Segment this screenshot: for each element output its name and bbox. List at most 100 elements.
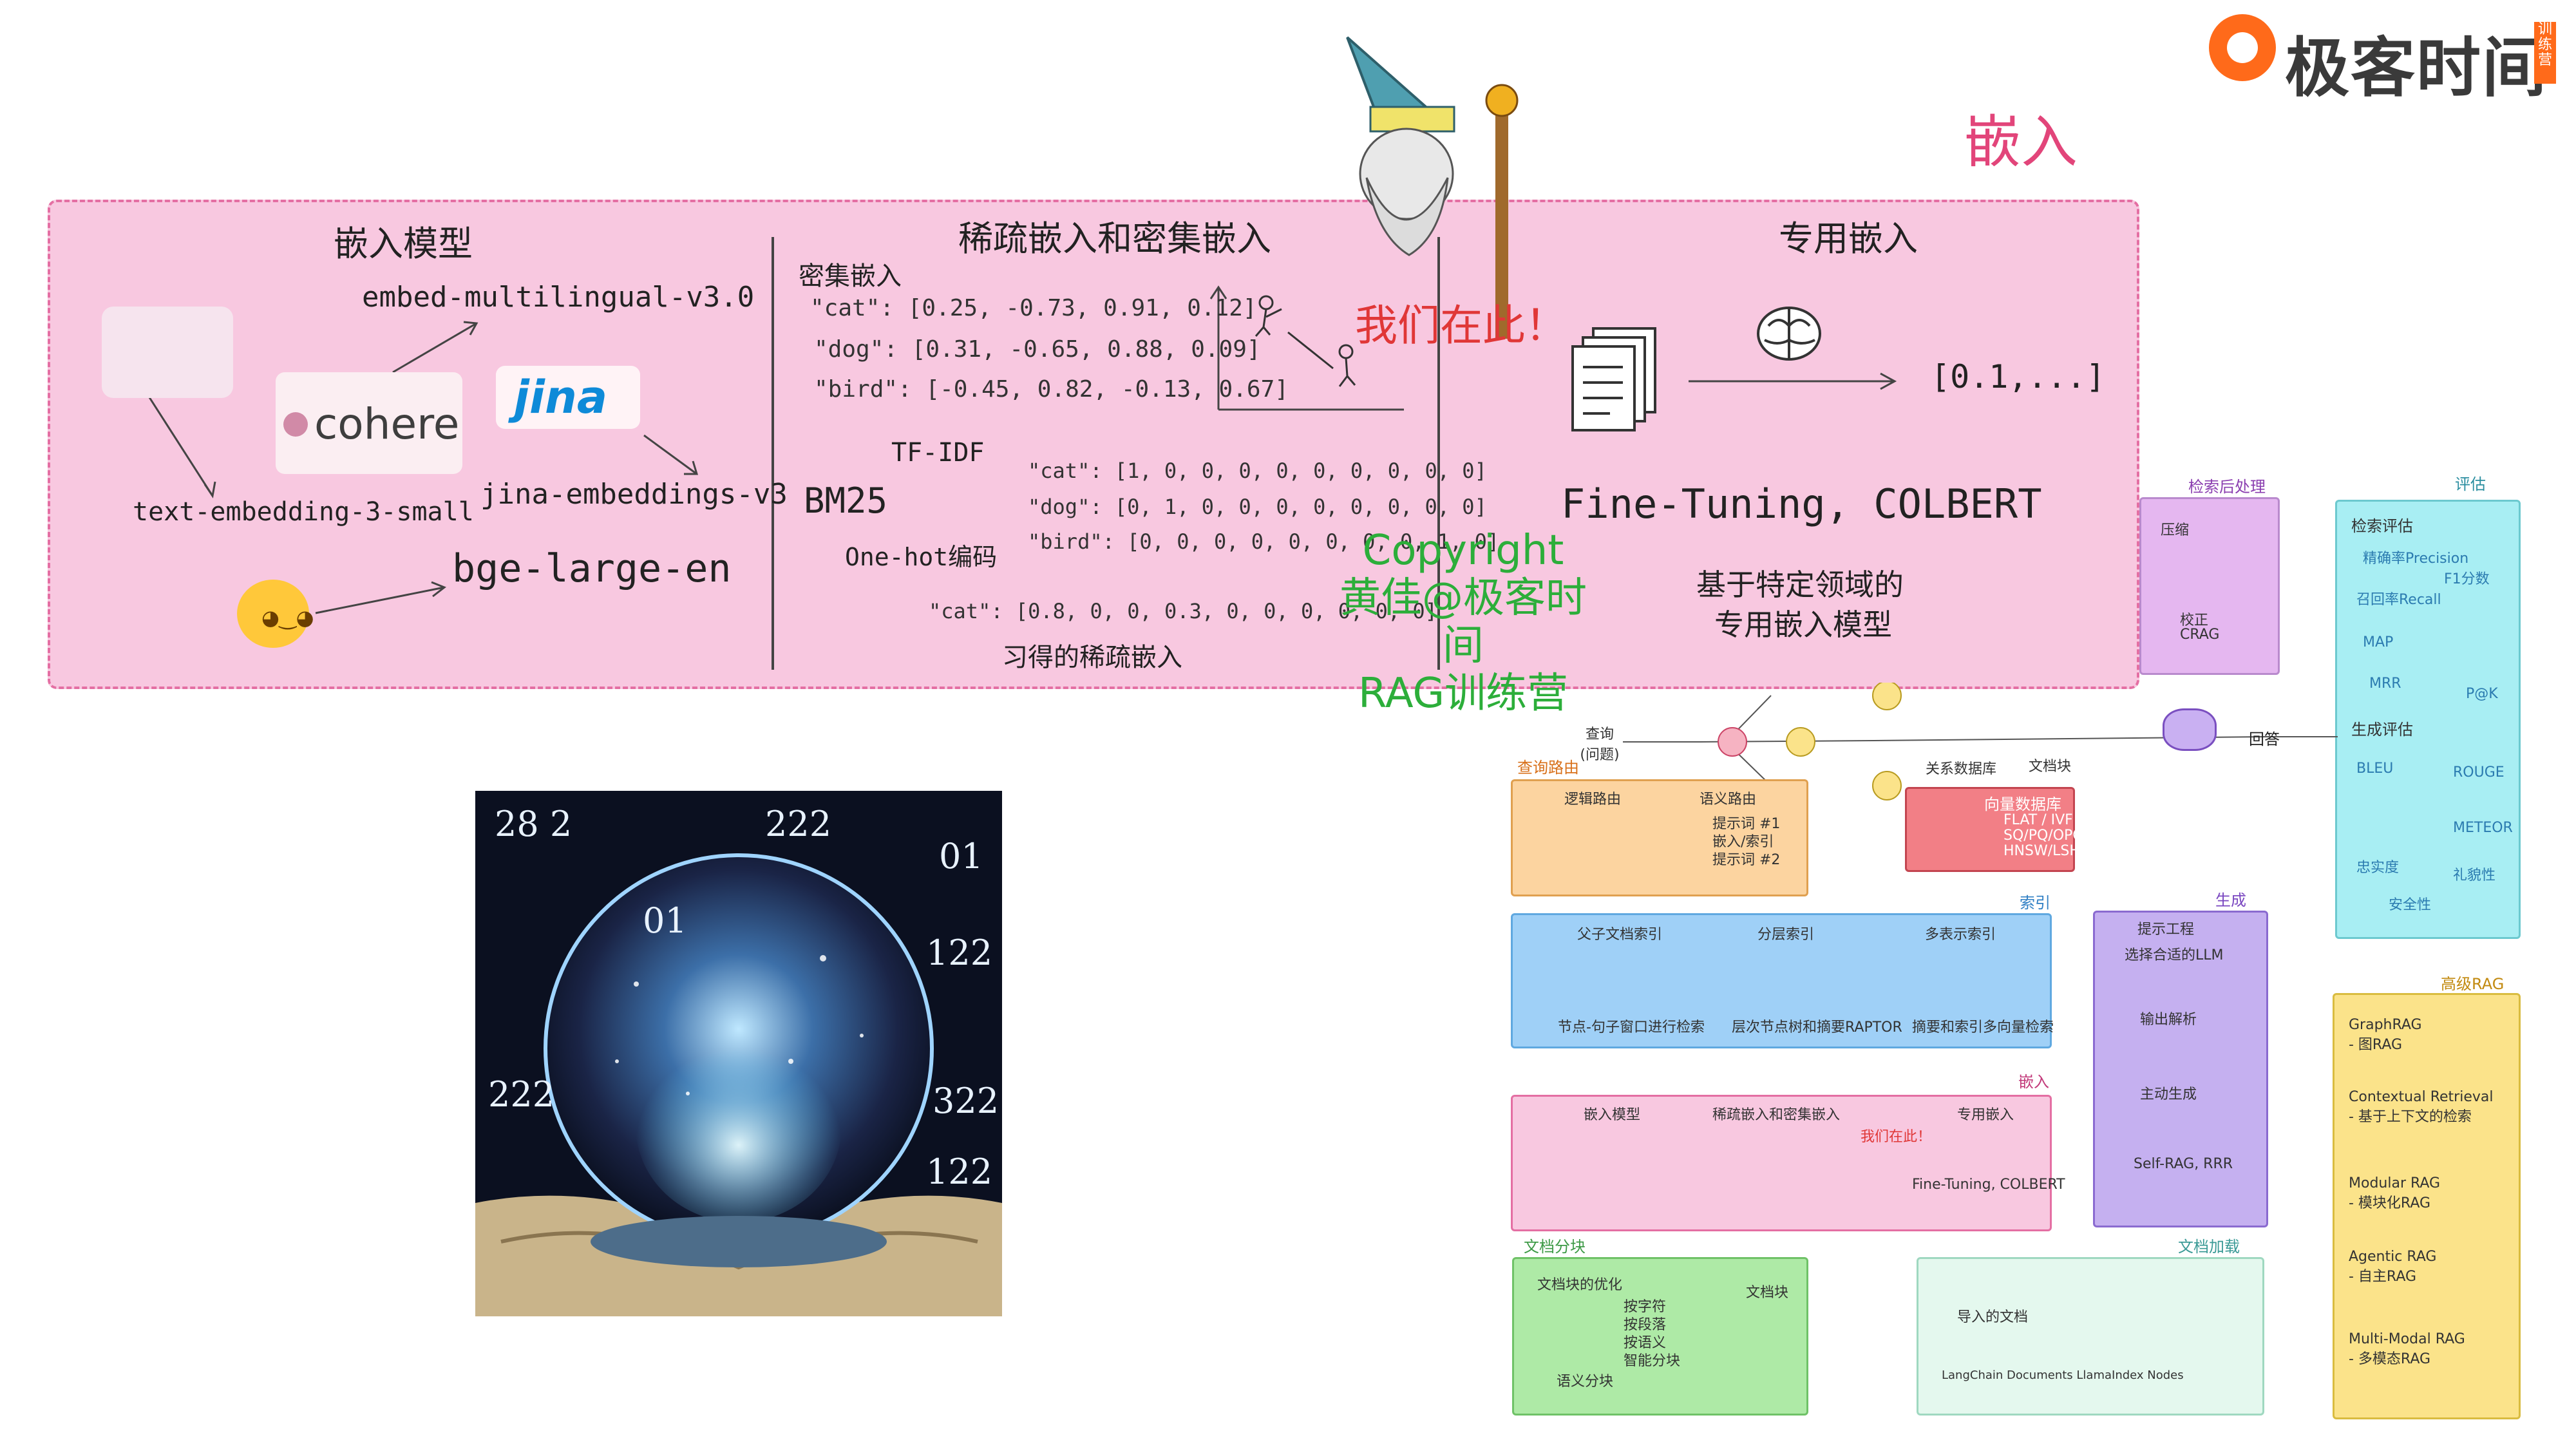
minimap-loading: 导入的文档 LangChain Documents LlamaIndex Nod… bbox=[1917, 1257, 2264, 1416]
chunk-block: 文档块 bbox=[1746, 1285, 1789, 1301]
svg-text:222: 222 bbox=[488, 1074, 554, 1115]
dense-vector-dog: "dog": [0.31, -0.65, 0.88, 0.09] bbox=[814, 336, 1261, 363]
post-retrieval-correct: 校正 bbox=[2180, 612, 2209, 629]
learned-sparse-vector: "cat": [0.8, 0, 0, 0.3, 0, 0, 0, 0, 0, 0… bbox=[929, 599, 1437, 623]
watermark-line: 黄佳@极客时间 bbox=[1340, 574, 1587, 670]
index-multi: 多表示索引 bbox=[1925, 927, 1996, 943]
gen-prompt-engineering: 提示工程 bbox=[2137, 922, 2195, 938]
eval-metric: METEOR bbox=[2453, 820, 2513, 836]
eval-metric: MRR bbox=[2369, 676, 2401, 692]
minimap-gen-title: 生成 bbox=[2215, 891, 2246, 909]
column-divider bbox=[772, 237, 774, 670]
copyright-watermark: Copyright 黄佳@极客时间 RAG训练营 bbox=[1321, 527, 1605, 717]
route-prompt: 提示词 #1 bbox=[1712, 816, 1781, 832]
advanced-graphrag: GraphRAG - 图RAG bbox=[2349, 1017, 2422, 1053]
embedding-models-title: 嵌入模型 bbox=[334, 223, 473, 264]
onehot-vector-cat: "cat": [1, 0, 0, 0, 0, 0, 0, 0, 0, 0] bbox=[1028, 459, 1487, 483]
gen-self-rag: Self-RAG, RRR bbox=[2134, 1156, 2233, 1172]
dense-vector-cat: "cat": [0.25, -0.73, 0.91, 0.12] bbox=[810, 295, 1257, 321]
geektime-logo-icon bbox=[2209, 14, 2276, 81]
eval-metric: 安全性 bbox=[2389, 897, 2432, 913]
document-stack-icon bbox=[1571, 327, 1656, 431]
minimap-post-retrieval-title: 检索后处理 bbox=[2188, 478, 2266, 496]
eval-metric: F1分数 bbox=[2444, 571, 2490, 587]
brand-tag: 训练营 bbox=[2534, 22, 2556, 84]
minimap-chunk-title: 文档分块 bbox=[1524, 1238, 1586, 1256]
chunk-semantic: 语义分块 bbox=[1557, 1374, 1614, 1390]
mini-marker: 我们在此！ bbox=[1861, 1129, 1932, 1145]
embedding-output: [0.1,...] bbox=[1931, 358, 2105, 395]
minimap-index: 父子文档索引 分层索引 多表示索引 节点-句子窗口进行检索 层次节点树和摘要RA… bbox=[1511, 913, 2054, 1048]
load-import: 导入的文档 bbox=[1957, 1309, 2029, 1325]
sparse-dense-title: 稀疏嵌入和密集嵌入 bbox=[958, 218, 1271, 259]
stick-figures-icon bbox=[1255, 295, 1356, 387]
index-parent-desc: 节点-句子窗口进行检索 bbox=[1558, 1019, 1705, 1036]
vector-db-index: FLAT / IVF bbox=[2003, 812, 2073, 828]
gen-choose-llm: 选择合适的LLM bbox=[2125, 947, 2224, 963]
minimap-answer: 回答 bbox=[2249, 730, 2280, 748]
minimap-generation: 提示工程 选择合适的LLM 输出解析 主动生成 Self-RAG, RRR bbox=[2093, 911, 2268, 1227]
dense-label: 密集嵌入 bbox=[799, 261, 902, 291]
special-methods: Fine-Tuning, COLBERT bbox=[1561, 480, 2042, 527]
minimap-llm-brain-icon bbox=[2163, 708, 2217, 751]
minimap-query: 查询 (问题) bbox=[1580, 726, 1620, 763]
mini-embed-models: 嵌入模型 bbox=[1584, 1107, 1641, 1123]
model-jina-embeddings-v3: jina-embeddings-v3 bbox=[480, 478, 788, 511]
eval-metric: P@K bbox=[2466, 686, 2498, 702]
cohere-wordmark: cohere bbox=[314, 399, 460, 449]
mini-sparse-dense: 稀疏嵌入和密集嵌入 bbox=[1712, 1107, 1841, 1123]
minimap-routing-title: 查询路由 bbox=[1517, 759, 1579, 777]
eval-generation: 生成评估 bbox=[2351, 721, 2413, 739]
minimap-eval-title: 评估 bbox=[2455, 475, 2486, 493]
minimap-post-retrieval: 压缩 校正 CRAG bbox=[2139, 497, 2280, 675]
special-desc-line2: 专用嵌入模型 bbox=[1714, 607, 1892, 642]
openai-logo bbox=[102, 307, 233, 398]
learned-sparse-label: 习得的稀疏嵌入 bbox=[1002, 643, 1182, 672]
route-prompt: 嵌入/索引 bbox=[1712, 834, 1774, 850]
advanced-modular: Modular RAG - 模块化RAG bbox=[2349, 1175, 2441, 1211]
jina-wordmark: jina bbox=[514, 371, 608, 424]
eval-retrieval: 检索评估 bbox=[2351, 517, 2413, 535]
special-embedding-title: 专用嵌入 bbox=[1779, 218, 1918, 259]
wizard-icon bbox=[1346, 36, 1519, 339]
eval-metric: ROUGE bbox=[2453, 764, 2505, 781]
svg-text:28 2: 28 2 bbox=[495, 804, 572, 844]
geektime-logo: 极客时间 训练营 bbox=[2209, 10, 2557, 106]
watermark-line: RAG训练营 bbox=[1358, 670, 1569, 717]
eval-metric: 忠实度 bbox=[2356, 860, 2400, 876]
model-bge-large-en: bge-large-en bbox=[452, 546, 732, 591]
mini-special: 专用嵌入 bbox=[1957, 1107, 2014, 1123]
mini-special-methods: Fine-Tuning, COLBERT bbox=[1912, 1177, 2065, 1193]
cohere-dot-icon bbox=[283, 412, 308, 437]
minimap-vector-db: 向量数据库 FLAT / IVF SQ/PQ/OPQ HNSW/LSH bbox=[1905, 787, 2084, 872]
chunk-method: 智能分块 bbox=[1624, 1353, 1681, 1369]
minimap-advanced-rag: GraphRAG - 图RAG Contextual Retrieval - 基… bbox=[2333, 993, 2521, 1419]
method-onehot: One-hot编码 bbox=[845, 543, 998, 571]
minimap-chunking: 文档块的优化 文档块 按字符 按段落 按语义 智能分块 语义分块 bbox=[1512, 1257, 1808, 1416]
we-are-here-marker: 我们在此！ bbox=[1355, 301, 1567, 350]
minimap-advanced-title: 高级RAG bbox=[2441, 975, 2505, 993]
chunk-method: 按语义 bbox=[1624, 1335, 1667, 1351]
index-layered-desc: 层次节点树和摘要RAPTOR bbox=[1732, 1019, 1902, 1036]
load-frameworks: LangChain Documents LlamaIndex Nodes bbox=[1942, 1368, 2184, 1382]
method-bm25: BM25 bbox=[804, 480, 888, 521]
advanced-multimodal: Multi-Modal RAG - 多模态RAG bbox=[2349, 1331, 2465, 1367]
section-topic: 嵌入 bbox=[1964, 109, 2078, 175]
eval-metric: MAP bbox=[2363, 634, 2394, 650]
minimap-doc-chunks: 文档块 bbox=[2029, 759, 2072, 775]
svg-text:122: 122 bbox=[926, 1151, 992, 1192]
model-text-embedding-3-small: text-embedding-3-small bbox=[133, 497, 474, 527]
index-parent-child: 父子文档索引 bbox=[1577, 927, 1663, 943]
special-desc-line1: 基于特定领域的 bbox=[1696, 567, 1904, 602]
jina-logo: jina bbox=[496, 366, 640, 429]
index-multi-desc: 摘要和索引多向量检索 bbox=[1912, 1019, 2054, 1036]
watermark-line: Copyright bbox=[1362, 527, 1564, 574]
semantic-route: 语义路由 bbox=[1700, 791, 1757, 808]
eval-metric: BLEU bbox=[2356, 761, 2394, 777]
svg-text:01: 01 bbox=[643, 900, 687, 941]
logic-route: 逻辑路由 bbox=[1564, 791, 1622, 808]
minimap-query-routing: 逻辑路由 语义路由 提示词 #1 嵌入/索引 提示词 #2 bbox=[1511, 779, 1808, 896]
minimap-embedding: 嵌入模型 稀疏嵌入和密集嵌入 专用嵌入 我们在此！ Fine-Tuning, C… bbox=[1511, 1095, 2065, 1231]
onehot-vector-bird: "bird": [0, 0, 0, 0, 0, 0, 0, 0, 1, 0] bbox=[1028, 529, 1500, 554]
